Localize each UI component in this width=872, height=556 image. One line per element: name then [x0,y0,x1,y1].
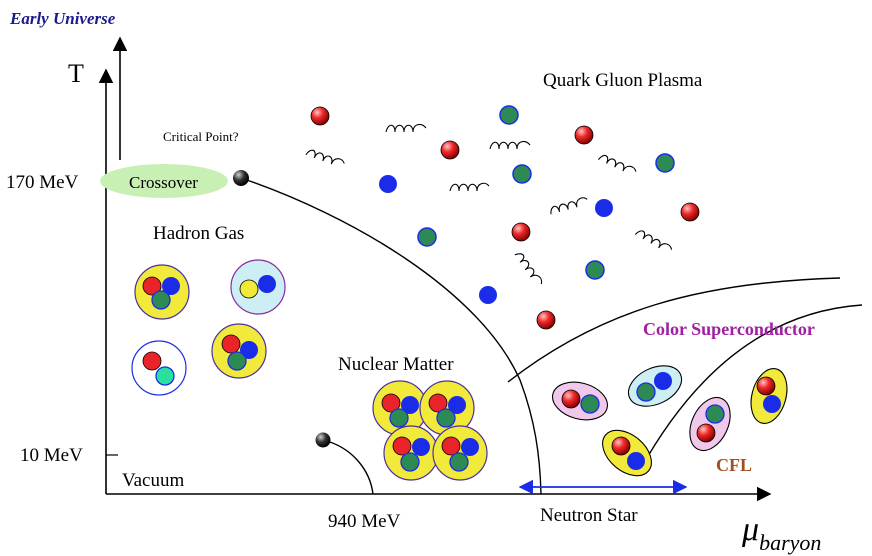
quark-red [680,202,700,222]
crossover-region [100,164,228,198]
nucleon [372,380,428,436]
x-axis-label: μbaryon [741,511,821,555]
quark-red [310,106,330,126]
x-tick-label-940: 940 MeV [328,511,401,532]
qgp-label: Quark Gluon Plasma [543,70,703,91]
diquark-pair [627,365,683,407]
early-universe-label: Early Universe [9,9,116,28]
crossover-label: Crossover [129,173,198,192]
gluon [597,154,637,172]
quark-red [574,125,594,145]
meson [131,340,187,396]
quark-red [440,140,460,160]
cfl-label: CFL [716,455,752,475]
quark-green [499,105,519,125]
superconductor-boundary-upper [507,277,841,383]
diquark-pair [750,368,788,424]
nuclear-matter-boundary [322,439,374,495]
quark-green [512,164,532,184]
diquark-pair [689,396,731,452]
gluon [634,230,673,250]
hadron-qgp-boundary [240,177,542,495]
nucleon [419,380,475,436]
gluon [514,253,543,285]
y-tick-label-170: 170 MeV [6,172,79,193]
diquark-pair [602,429,652,477]
quark-red [536,310,556,330]
x-axis-label-baryon: baryon [759,530,821,555]
hadron-gas-label: Hadron Gas [153,223,244,244]
gluon [550,197,588,215]
nuclear-matter-point [315,432,331,448]
qgp-free-quarks [310,105,700,330]
quark-blue [479,286,497,304]
nucleon [383,425,439,481]
qgp-gluons [305,123,673,285]
phase-boundaries [240,177,863,495]
gluon [449,182,490,192]
critical-point-label: Critical Point? [163,129,239,144]
nucleon [432,425,488,481]
nuclear-matter-label: Nuclear Matter [338,354,454,375]
cfl-boundary [639,304,863,471]
quark-red [511,222,531,242]
quark-green [585,260,605,280]
gluon [489,140,531,150]
quark-green [417,227,437,247]
neutron-star-label: Neutron Star [540,505,638,526]
vacuum-label: Vacuum [122,470,184,491]
critical-point-marker [233,170,249,186]
quark-blue [379,175,397,193]
color-superconductor-label: Color Superconductor [643,319,815,339]
hadron-gas-particles [131,259,286,396]
quark-green [655,153,675,173]
y-axis-label: T [68,59,84,88]
diquark-pair [552,381,608,421]
axes: T 170 MeV 10 MeV 940 MeV μbaryon [6,36,821,555]
y-tick-label-10: 10 MeV [20,445,83,466]
gluon [305,149,345,165]
quark-blue [595,199,613,217]
nuclear-matter-cluster [372,380,488,481]
gluon [385,123,427,133]
cooper-pairs [552,365,788,477]
baryon [211,323,267,379]
baryon [134,264,190,320]
x-axis-label-mu: μ [741,511,759,548]
meson [230,259,286,315]
